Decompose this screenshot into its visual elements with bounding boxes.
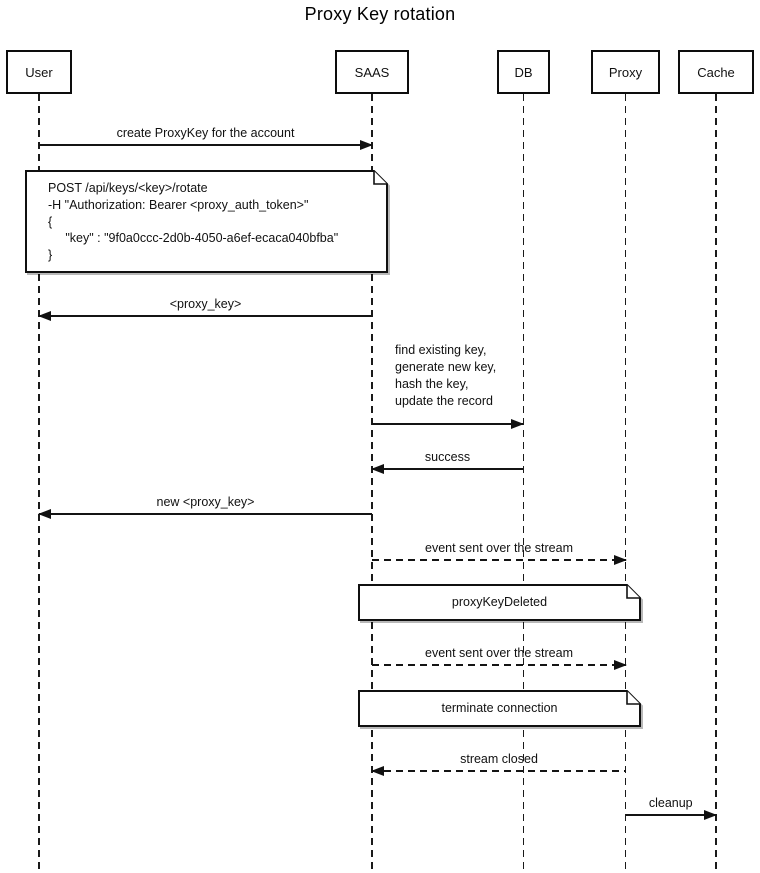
lifeline-user xyxy=(38,94,40,873)
message-label: new <proxy_key> xyxy=(156,495,255,509)
actor-label: Proxy xyxy=(608,64,643,80)
message-label: stream closed xyxy=(460,752,538,766)
note-terminate-connection: terminate connection xyxy=(358,690,641,727)
lifeline-db xyxy=(522,94,525,873)
message-create-proxykey: create ProxyKey for the account xyxy=(39,122,373,151)
actor-user: User xyxy=(6,50,72,94)
actor-label: DB xyxy=(514,64,533,80)
message-line xyxy=(372,664,626,666)
message-label: event sent over the stream xyxy=(425,541,573,555)
actor-label: User xyxy=(25,64,53,80)
actor-saas: SAAS xyxy=(335,50,409,94)
arrowhead-icon xyxy=(360,140,373,151)
lifeline-cache xyxy=(715,94,717,873)
note-text: terminate connection xyxy=(441,701,558,716)
message-event-stream-2: event sent over the stream xyxy=(372,642,627,671)
db-update-annotation: find existing key, generate new key, has… xyxy=(395,342,501,410)
message-label: create ProxyKey for the account xyxy=(116,126,295,140)
arrowhead-icon xyxy=(371,464,384,475)
message-label: event sent over the stream xyxy=(425,646,573,660)
message-line xyxy=(372,770,626,772)
arrowhead-icon xyxy=(38,311,51,322)
message-rotate-key-db xyxy=(372,401,524,430)
message-stream-closed: stream closed xyxy=(371,748,626,777)
message-new-proxy-key: new <proxy_key> xyxy=(38,491,372,520)
diagram-title: Proxy Key rotation xyxy=(304,4,456,24)
arrowhead-icon xyxy=(371,766,384,777)
message-label: cleanup xyxy=(648,796,693,810)
message-db-success: success xyxy=(371,446,523,475)
note-fold-shape xyxy=(358,584,641,621)
actor-label: SAAS xyxy=(354,64,390,80)
arrowhead-icon xyxy=(38,509,51,520)
arrowhead-icon xyxy=(704,810,717,821)
message-label: <proxy_key> xyxy=(169,297,242,311)
arrowhead-icon xyxy=(614,555,627,566)
message-line xyxy=(625,814,716,816)
note-proxykeydeleted: proxyKeyDeleted xyxy=(358,584,641,621)
actor-proxy: Proxy xyxy=(591,50,660,94)
arrowhead-icon xyxy=(511,419,524,430)
note-fold-shape xyxy=(25,170,388,273)
actor-label: Cache xyxy=(697,64,735,80)
message-event-stream-1: event sent over the stream xyxy=(372,537,627,566)
actor-cache: Cache xyxy=(678,50,754,94)
lifeline-proxy xyxy=(624,94,627,873)
note-fold-shape xyxy=(358,690,641,727)
actor-db: DB xyxy=(497,50,550,94)
message-line xyxy=(372,423,523,425)
lifeline-saas xyxy=(371,94,373,873)
message-line xyxy=(372,559,626,561)
message-line xyxy=(39,315,372,317)
message-cleanup: cleanup xyxy=(625,792,717,821)
message-line xyxy=(39,513,372,515)
message-return-proxy-key: <proxy_key> xyxy=(38,293,372,322)
message-line xyxy=(39,144,372,146)
note-text: POST /api/keys/<key>/rotate -H "Authoriz… xyxy=(48,181,339,263)
message-line xyxy=(372,468,523,470)
message-label: success xyxy=(424,450,471,464)
note-rotate-request: POST /api/keys/<key>/rotate -H "Authoriz… xyxy=(25,170,388,273)
note-text: proxyKeyDeleted xyxy=(451,595,548,610)
arrowhead-icon xyxy=(614,660,627,671)
